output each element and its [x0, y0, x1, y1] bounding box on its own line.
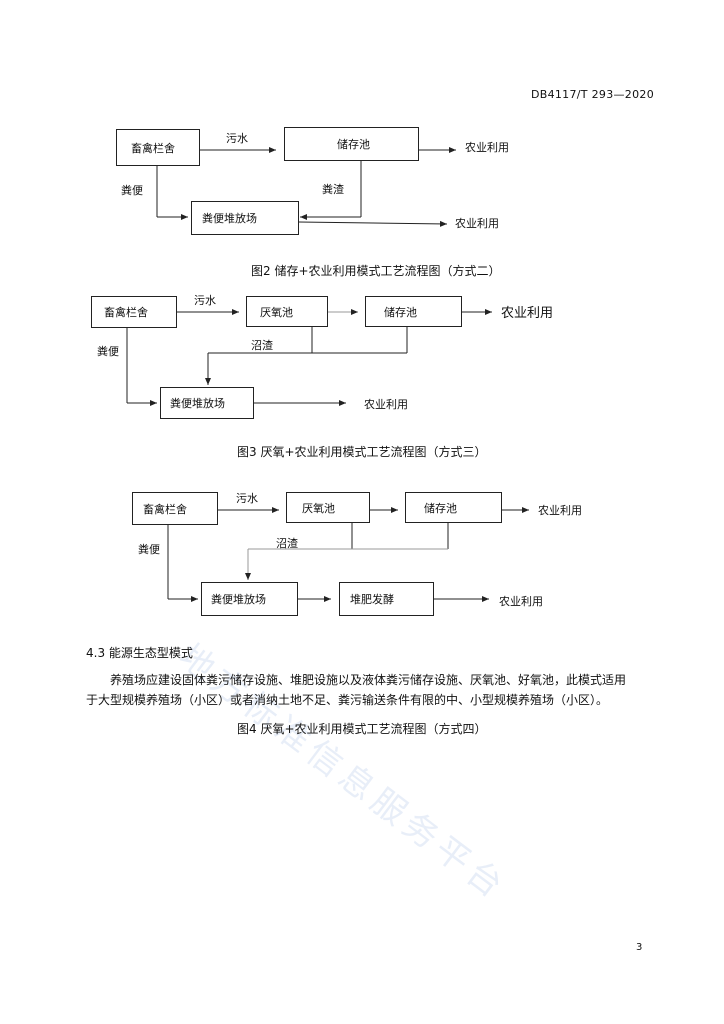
- fig4-livestock-pen-label: 畜禽栏舍: [143, 502, 187, 516]
- page-number: 3: [636, 942, 643, 953]
- fig2-manure-yard-label: 粪便堆放场: [202, 212, 257, 225]
- fig2-storage-pool-label: 储存池: [337, 138, 370, 151]
- fig4-caption: 图4 厌氧+农业利用模式工艺流程图（方式四）: [237, 722, 487, 736]
- fig3-sewage-label: 污水: [194, 294, 216, 307]
- fig2-storage-pool-box: 储存池: [284, 127, 419, 161]
- fig2-manure-yard-box: 粪便堆放场: [191, 201, 299, 235]
- fig2-agri-use-label-2: 农业利用: [455, 217, 499, 230]
- fig4-compost-box: 堆肥发酵: [339, 582, 434, 616]
- fig4-storage-pool-label: 储存池: [424, 501, 457, 515]
- fig3-agri-use-label: 农业利用: [501, 306, 554, 321]
- fig3-biogas-residue-label: 沼渣: [251, 339, 273, 352]
- section-paragraph-line2: 于大型规模养殖场（小区）或者消纳土地不足、粪污输送条件有限的中、小型规模养殖场（…: [86, 693, 609, 707]
- section-heading: 4.3 能源生态型模式: [86, 646, 193, 660]
- fig4-compost-label: 堆肥发酵: [350, 593, 394, 606]
- fig2-manure-label: 粪便: [121, 184, 143, 197]
- fig2-sewage-label: 污水: [226, 132, 248, 145]
- fig4-manure-label: 粪便: [138, 543, 160, 556]
- fig4-agri-use-label: 农业利用: [538, 504, 582, 517]
- fig2-agri-use-label: 农业利用: [465, 141, 509, 154]
- fig3-caption: 图3 厌氧+农业利用模式工艺流程图（方式三）: [237, 445, 487, 459]
- fig4-storage-pool-box: 储存池: [405, 492, 502, 523]
- fig3-manure-yard-box: 粪便堆放场: [160, 387, 254, 419]
- fig3-anaerobic-pool-label: 厌氧池: [260, 305, 293, 319]
- fig4-livestock-pen-box: 畜禽栏舍: [132, 492, 218, 525]
- fig4-manure-yard-box: 粪便堆放场: [201, 582, 298, 616]
- fig4-sewage-label: 污水: [236, 492, 258, 505]
- fig3-manure-label: 粪便: [97, 345, 119, 358]
- fig4-agri-use-label-2: 农业利用: [499, 595, 543, 608]
- fig3-agri-use-label-2: 农业利用: [364, 398, 408, 411]
- fig4-anaerobic-pool-label: 厌氧池: [302, 501, 335, 515]
- document-code: DB4117/T 293—2020: [530, 88, 654, 101]
- fig3-manure-yard-label: 粪便堆放场: [170, 397, 225, 410]
- fig2-residue-label: 粪渣: [322, 183, 344, 196]
- fig2-livestock-pen-label: 畜禽栏舍: [131, 141, 175, 155]
- fig4-manure-yard-label: 粪便堆放场: [211, 593, 266, 606]
- section-paragraph-line1: 养殖场应建设固体粪污储存设施、堆肥设施以及液体粪污储存设施、厌氧池、好氧池，此模…: [110, 673, 627, 687]
- fig4-anaerobic-pool-box: 厌氧池: [286, 492, 370, 523]
- fig3-livestock-pen-box: 畜禽栏舍: [91, 296, 177, 328]
- fig4-biogas-residue-label: 沼渣: [276, 537, 298, 550]
- fig3-storage-pool-box: 储存池: [365, 296, 462, 327]
- fig3-livestock-pen-label: 畜禽栏舍: [104, 306, 148, 319]
- fig2-caption: 图2 储存+农业利用模式工艺流程图（方式二）: [251, 264, 501, 278]
- fig2-livestock-pen-box: 畜禽栏舍: [116, 129, 200, 166]
- fig3-anaerobic-pool-box: 厌氧池: [246, 296, 328, 327]
- fig3-storage-pool-label: 储存池: [384, 305, 417, 319]
